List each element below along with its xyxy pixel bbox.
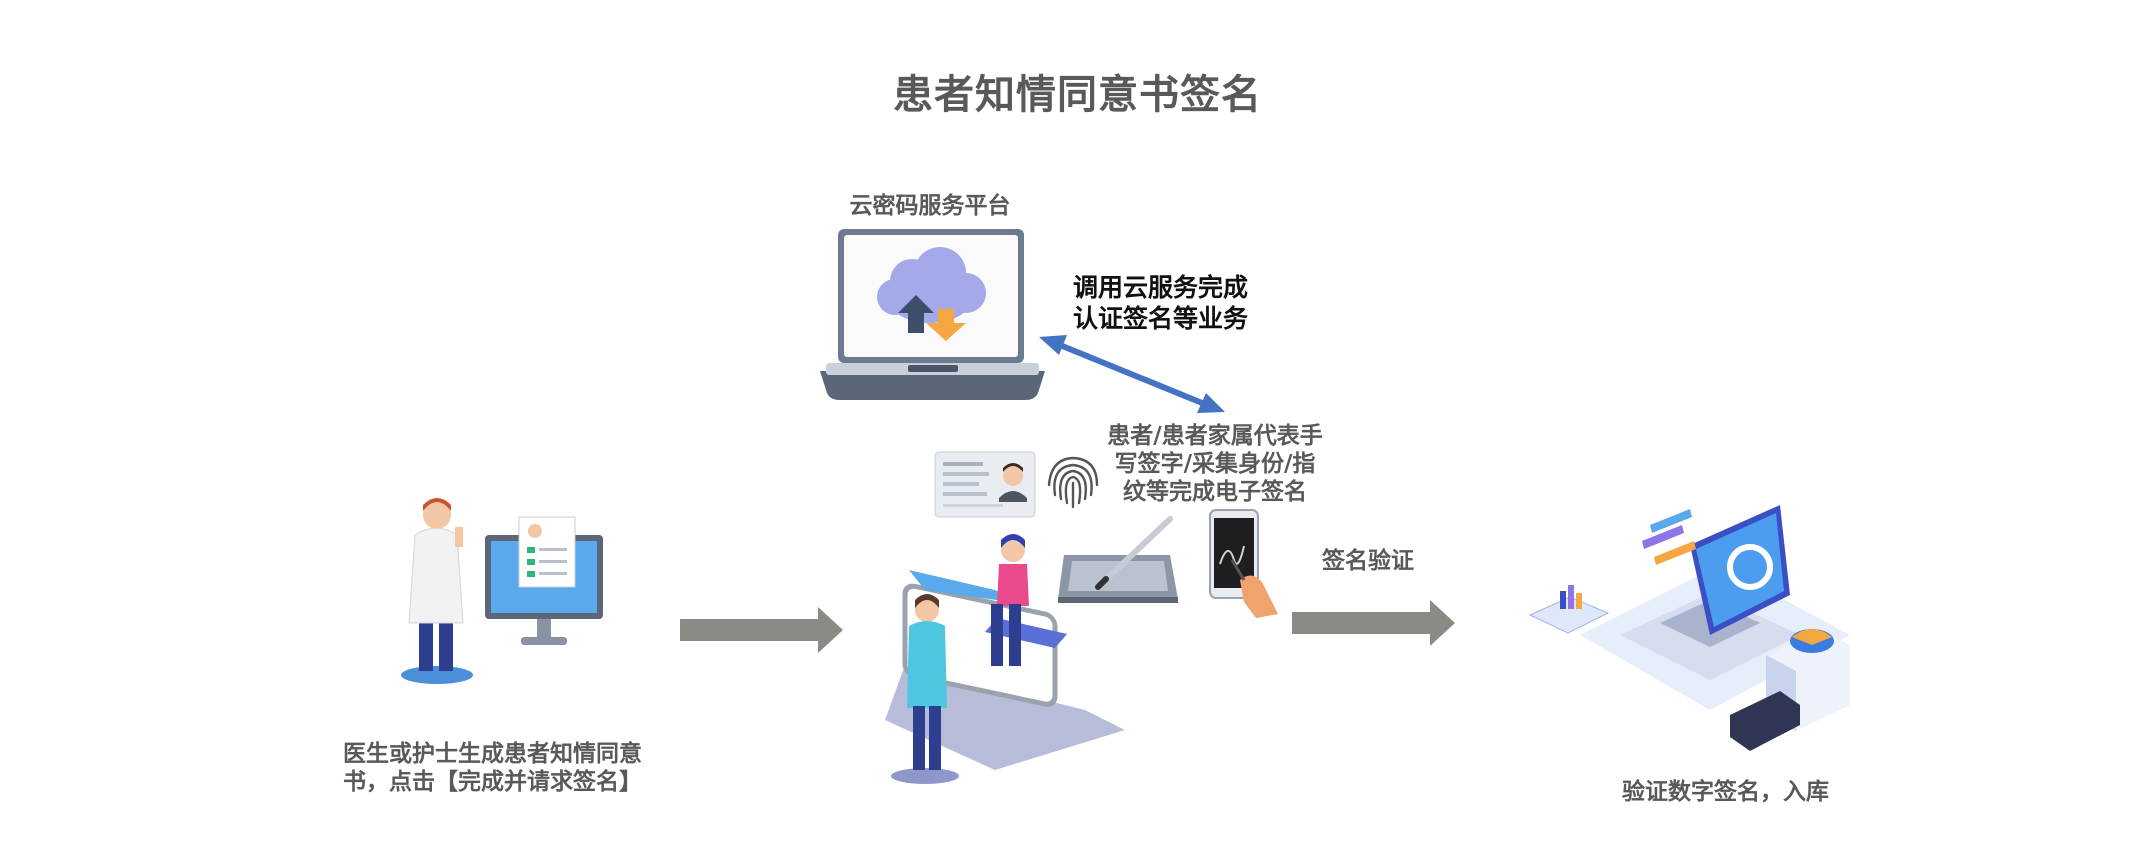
patient-sign-label: 患者/患者家属代表手 写签字/采集身份/指 纹等完成电子签名 — [1085, 422, 1345, 506]
laptop-cloud-icon — [820, 229, 1045, 400]
patient-sign-line-2: 写签字/采集身份/指 — [1114, 451, 1316, 477]
cloud-call-arrow — [1039, 335, 1225, 413]
cloud-call-line-1: 调用云服务完成 — [1073, 273, 1249, 302]
cloud-call-label: 调用云服务完成 认证签名等业务 — [1073, 272, 1248, 334]
platform-label: 云密码服务平台 — [849, 193, 1011, 219]
fingerprint-icon — [1047, 456, 1099, 509]
signature-pad-icon — [1058, 516, 1178, 603]
page-title: 患者知情同意书签名 — [893, 72, 1262, 118]
doctor-step-line-2: 书，点击【完成并请求签名】 — [343, 769, 642, 795]
id-card-icon — [934, 451, 1036, 518]
patient-bed-icon — [885, 534, 1125, 784]
patient-sign-line-3: 纹等完成电子签名 — [1123, 479, 1307, 505]
doctor-monitor-icon — [401, 498, 603, 684]
doctor-step-label: 医生或护士生成患者知情同意 书，点击【完成并请求签名】 — [343, 740, 642, 796]
verify-label: 签名验证 — [1322, 548, 1414, 574]
flow-arrow-2 — [1292, 600, 1455, 646]
cloud-call-line-2: 认证签名等业务 — [1073, 304, 1249, 333]
phone-signature-icon — [1209, 509, 1278, 618]
isometric-laptop-server-icon — [1528, 505, 1850, 751]
patient-sign-line-1: 患者/患者家属代表手 — [1107, 423, 1323, 449]
final-step-label: 验证数字签名，入库 — [1622, 779, 1829, 805]
doctor-step-line-1: 医生或护士生成患者知情同意 — [343, 741, 642, 767]
flow-arrow-1 — [680, 607, 843, 653]
